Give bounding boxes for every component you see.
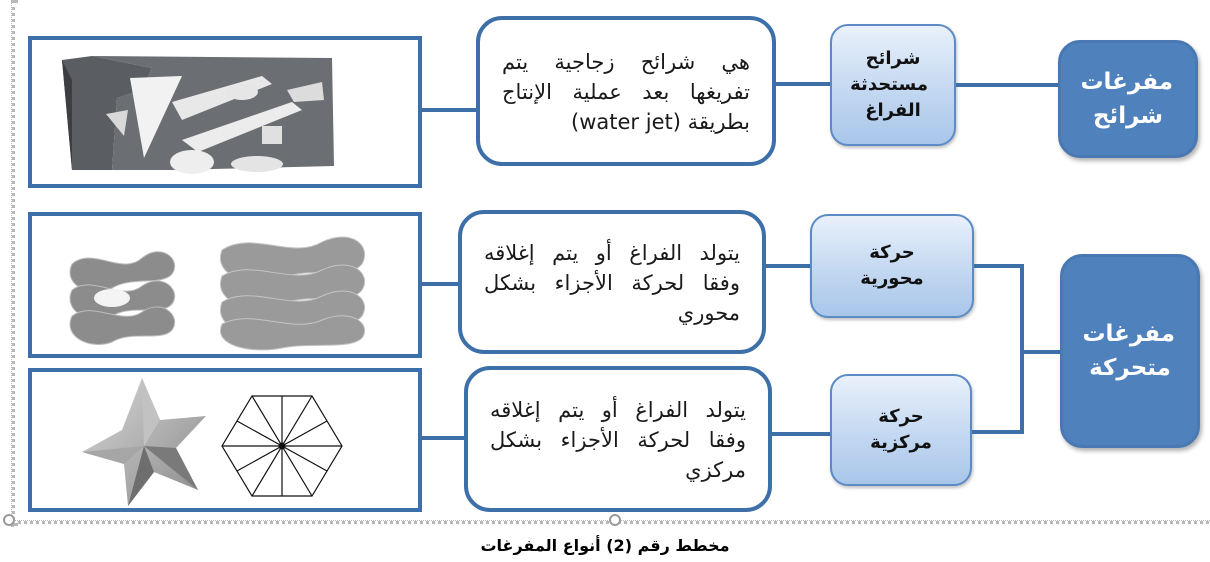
description-text: يتولد الفراغ أو يتم إغلاقه وفقا لحركة ال… <box>484 241 740 325</box>
description-text: يتولد الفراغ أو يتم إغلاقه وفقا لحركة ال… <box>490 398 746 482</box>
description-box-panels: هي شرائح زجاجية يتم تفريغها بعد عملية ال… <box>476 16 776 166</box>
connector-row1-sub <box>776 82 832 86</box>
connector-row3-img <box>422 436 468 440</box>
connector-row1-img <box>422 108 480 112</box>
image-box-wavy <box>28 212 422 358</box>
connector-row2-sub <box>766 264 812 268</box>
description-text: هي شرائح زجاجية يتم تفريغها بعد عملية ال… <box>502 50 750 134</box>
perforated-panel-image <box>62 56 334 174</box>
star-and-hexagon-image <box>82 378 343 506</box>
resize-handle-left <box>3 514 15 526</box>
bracket-vertical <box>1020 264 1024 434</box>
description-box-central: يتولد الفراغ أو يتم إغلاقه وفقا لحركة ال… <box>464 366 772 512</box>
sub-box-central-motion: حركة مركزية <box>830 374 972 486</box>
main-box-moving-voids: مفرغات متحركة <box>1060 254 1200 448</box>
bracket-to-main <box>1020 350 1064 354</box>
image-box-star <box>28 368 422 512</box>
description-box-axial: يتولد الفراغ أو يتم إغلاقه وفقا لحركة ال… <box>458 210 766 354</box>
diagram-caption: مخطط رقم (2) أنواع المفرغات <box>480 536 730 555</box>
bracket-bottom <box>972 430 1024 434</box>
main-box-panel-voids: مفرغات شرائح <box>1058 40 1198 158</box>
wavy-stacked-panels-image <box>69 236 365 351</box>
connector-row2-img <box>422 282 462 286</box>
frame-left-line <box>11 0 15 526</box>
resize-handle-bottom <box>609 514 621 526</box>
connector-row1-main <box>956 83 1062 87</box>
image-box-panels <box>28 36 422 188</box>
sub-box-new-void-panels: شرائح مستحدثة الفراغ <box>830 24 956 146</box>
connector-row3-sub <box>772 432 832 436</box>
bracket-top <box>974 264 1024 268</box>
sub-box-axial-motion: حركة محورية <box>810 214 974 318</box>
